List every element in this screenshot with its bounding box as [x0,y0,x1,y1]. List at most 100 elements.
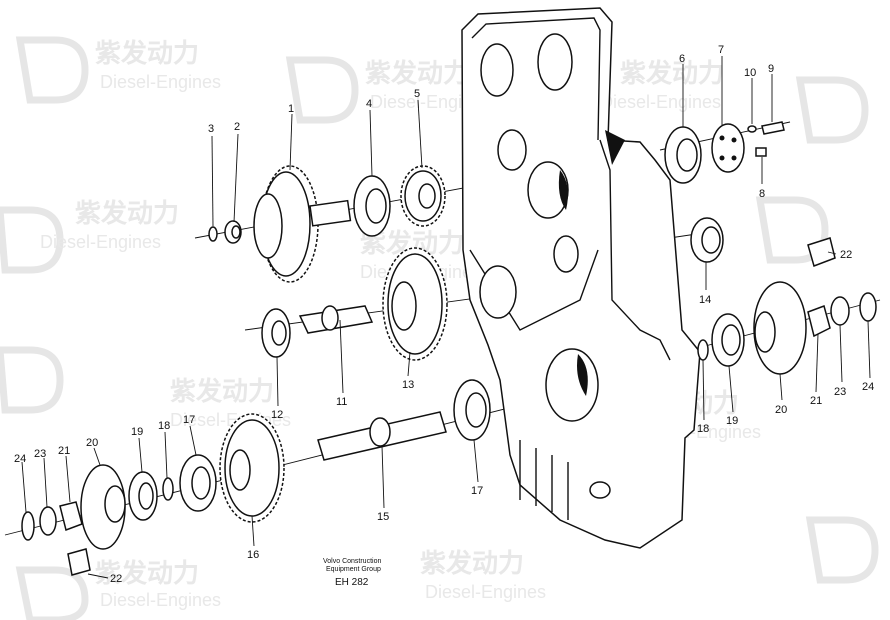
part-9-bolt [761,121,785,135]
part-7-bolt-hole [719,135,725,141]
lower-shaft-group [21,379,491,576]
leader-line [233,133,239,223]
part-4-bearing-bore [365,188,387,224]
callout-9: 9 [768,63,774,75]
watermark-brand-en: Diesel-Engines [100,590,221,610]
leader-line [728,365,734,413]
part-20-flange-left-hub [104,485,126,523]
part-21-lock-plate-right [807,305,831,338]
callout-21-right: 21 [810,395,822,407]
leader-line [815,333,819,393]
housing-bore-upper-shaft [527,161,569,219]
callout-10: 10 [744,67,756,79]
upper-shaft-group [208,165,446,283]
caption-code: EH 282 [335,577,369,588]
callout-24-left: 24 [14,453,26,465]
callout-19-right: 19 [726,415,738,427]
watermark-brand-en: Diesel-Engines [100,72,221,92]
watermark-tile: 紫发动力 Diesel-Engines [0,198,179,274]
watermark-brand-en: Diesel-Engines [40,232,161,252]
callout-6: 6 [679,53,685,65]
part-19-bearing-right-bore [721,324,741,356]
callout-18-left: 18 [158,420,170,432]
part-20-flange-right-hub [754,311,776,353]
right-middle-group [690,217,877,375]
watermark-tile: 紫发动力 Diesel-Engines [0,346,291,430]
watermark-brand-cn: 紫发动力 [95,558,199,589]
leader-line [43,457,48,508]
callout-8: 8 [759,188,765,200]
callout-20-left: 20 [86,437,98,449]
callout-22-lower: 22 [110,573,122,585]
part-12-bearing-bore [271,320,287,346]
part-19-bearing-left-bore [138,482,154,510]
housing-bottom-fins [519,440,569,520]
part-15-shaft-collar [369,417,391,447]
watermark-brand-cn: 紫发动力 [75,198,179,229]
part-7-bolt-hole [731,155,737,161]
part-23-washer-left [39,506,57,536]
housing-bore-lower [545,348,599,422]
leader-line [289,113,293,171]
callout-19-left: 19 [131,426,143,438]
housing-bore-middle [479,265,517,319]
leader-line [702,359,705,421]
gearbox-housing [461,7,701,549]
watermark-tile: 紫发动力 Diesel-Engines [285,56,491,124]
part-7-bolt-hole [719,155,725,161]
housing-bore-upper-right [537,33,573,91]
callout-7: 7 [718,44,724,56]
part-14-bearing-bore [701,226,721,254]
part-21-lock-plate-left [59,501,83,531]
leader-line [839,324,843,383]
watermark-tile: 紫发动力 Diesel-Engines [15,36,221,104]
callout-13: 13 [402,379,414,391]
part-8-plug [755,147,767,157]
housing-drain-plug [589,481,611,499]
part-13-gear-hub [391,281,417,331]
leader-line [867,320,871,379]
part-2-bearing-bore [231,225,241,239]
callout-1: 1 [288,103,294,115]
leader-line [93,447,101,466]
part-16-gear-hub [229,449,251,491]
callout-4: 4 [366,98,372,110]
part-17-bearing-right-bore [465,392,487,428]
leader-line [339,319,344,394]
watermark-tile: 紫发动力 Diesel-Engines [600,58,869,144]
part-7-cover [711,123,745,173]
watermark-brand-cn: 紫发动力 [620,58,724,89]
callout-24-right: 24 [862,381,874,393]
housing-bore-small [553,235,579,273]
housing-bore-lower-shadow [577,354,588,396]
housing-flange-edge [471,17,601,141]
part-3-snap-ring [208,226,218,242]
part-17-bearing-left-bore [191,466,211,500]
watermark-brand-cn: 紫发动力 [170,376,274,407]
leader-lines [21,56,871,579]
watermark-brand-en: Diesel-Engines [600,92,721,112]
leader-line [189,425,197,456]
leader-line [276,356,279,407]
upper-right-group [664,121,785,184]
callout-23-left: 23 [34,448,46,460]
leader-line [138,437,143,473]
housing-side-edge [599,139,671,361]
callout-21-left: 21 [58,445,70,457]
caption-line-1: Volvo Construction [323,558,381,565]
part-18-snap-ring-left [162,477,174,501]
callout-15: 15 [377,511,389,523]
housing-bore-shadow [558,170,568,210]
callout-labels: 1 2 3 4 5 6 7 8 9 10 11 12 13 14 15 16 1… [14,44,874,585]
part-23-washer-right [830,296,850,326]
figure-caption: Volvo Construction Equipment Group EH 28… [323,558,381,588]
watermark-tile: 紫发动力 Diesel-Engines [420,516,879,602]
callout-16: 16 [247,549,259,561]
callout-22-upper: 22 [840,249,852,261]
housing-cover-shadow [605,130,625,165]
watermark-brand-en: Diesel-Engines [425,582,546,602]
callout-5: 5 [414,88,420,100]
part-6-bearing-bore [676,138,698,172]
leader-line [473,439,479,483]
